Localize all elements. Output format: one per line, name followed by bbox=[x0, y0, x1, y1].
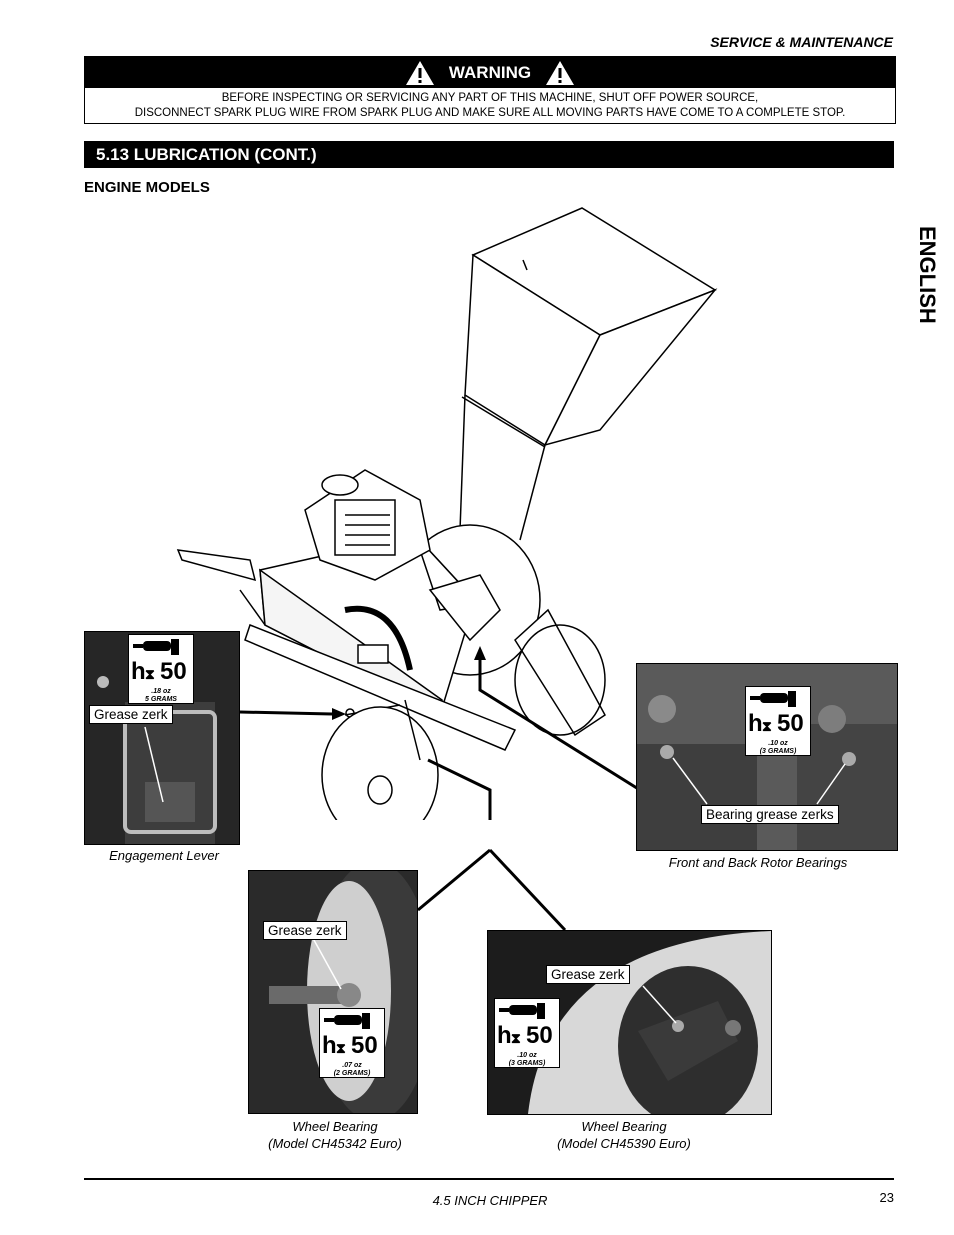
caption-line-2: (Model CH45342 Euro) bbox=[268, 1136, 402, 1151]
engagement-lever-caption: Engagement Lever bbox=[109, 848, 219, 863]
grease-badge: h ⧗ 50 .07 oz (2 GRAMS) bbox=[319, 1008, 385, 1078]
svg-text:h: h bbox=[322, 1032, 337, 1057]
grease-interval: 50 bbox=[351, 1032, 378, 1057]
grease-grams: (2 GRAMS) bbox=[333, 1070, 371, 1077]
rotor-bearings-photo: h ⧗ 50 .10 oz (3 GRAMS) Bearing grease z… bbox=[636, 663, 898, 851]
subheading: ENGINE MODELS bbox=[84, 179, 210, 196]
warning-triangle-icon bbox=[546, 60, 575, 85]
warning-text: BEFORE INSPECTING OR SERVICING ANY PART … bbox=[85, 91, 895, 121]
warning-line-2: DISCONNECT SPARK PLUG WIRE FROM SPARK PL… bbox=[134, 107, 846, 119]
grease-amount: .10 oz bbox=[517, 1052, 537, 1059]
grease-interval: 50 bbox=[160, 658, 187, 683]
warning-triangle-icon bbox=[405, 60, 434, 85]
caption-line-2: (Model CH45390 Euro) bbox=[557, 1136, 691, 1151]
grease-amount: .07 oz bbox=[342, 1062, 362, 1069]
grease-gun-icon: h ⧗ 50 bbox=[322, 1013, 378, 1059]
footer-title: 4.5 INCH CHIPPER bbox=[432, 1193, 548, 1208]
warning-line-1: BEFORE INSPECTING OR SERVICING ANY PART … bbox=[221, 92, 759, 104]
chipper-illustration bbox=[176, 207, 718, 820]
svg-text:⧗: ⧗ bbox=[762, 718, 772, 734]
svg-text:⧗: ⧗ bbox=[336, 1040, 346, 1056]
caption-line-1: Wheel Bearing bbox=[292, 1119, 378, 1134]
wheel-bearing-ch45390-photo: Grease zerk h ⧗ 50 .10 oz (3 GRAMS) bbox=[487, 930, 772, 1115]
svg-text:h: h bbox=[748, 710, 763, 735]
grease-badge: h ⧗ 50 .18 oz 5 GRAMS bbox=[128, 634, 194, 704]
grease-amount: .18 oz bbox=[151, 688, 171, 695]
svg-text:⧗: ⧗ bbox=[145, 666, 155, 682]
section-title: 5.13 LUBRICATION (CONT.) bbox=[84, 141, 894, 168]
grease-badge: h ⧗ 50 .10 oz (3 GRAMS) bbox=[745, 686, 811, 756]
grease-grams: (3 GRAMS) bbox=[508, 1060, 546, 1067]
grease-gun-icon: h ⧗ 50 bbox=[131, 639, 187, 685]
pointer-lines bbox=[417, 848, 567, 932]
wheel-bearing-ch45390-image bbox=[488, 931, 771, 1114]
footer-rule bbox=[84, 1178, 894, 1180]
page-number: 23 bbox=[879, 1190, 894, 1205]
warning-title: WARNING bbox=[448, 62, 532, 82]
grease-interval: 50 bbox=[777, 710, 804, 735]
wheel-bearing-ch45342-photo: Grease zerk h ⧗ 50 .07 oz (2 GRAMS) bbox=[248, 870, 418, 1114]
caption-line-1: Wheel Bearing bbox=[581, 1119, 667, 1134]
bearing-grease-zerks-callout: Bearing grease zerks bbox=[701, 805, 839, 824]
warning-bar: WARNING bbox=[85, 57, 895, 88]
grease-zerk-callout: Grease zerk bbox=[89, 705, 173, 724]
language-label: ENGLISH bbox=[915, 226, 940, 324]
rotor-bearings-caption: Front and Back Rotor Bearings bbox=[668, 855, 848, 870]
grease-gun-icon: h ⧗ 50 bbox=[748, 691, 804, 737]
warning-box: WARNING BEFORE INSPECTING OR SERVICING A… bbox=[84, 56, 896, 124]
grease-grams: 5 GRAMS bbox=[145, 696, 177, 703]
language-side-tab: ENGLISH bbox=[915, 226, 940, 324]
grease-amount: .10 oz bbox=[768, 740, 788, 747]
grease-interval: 50 bbox=[526, 1022, 553, 1047]
svg-text:⧗: ⧗ bbox=[511, 1030, 521, 1046]
svg-text:h: h bbox=[497, 1022, 512, 1047]
grease-zerk-callout: Grease zerk bbox=[263, 921, 347, 940]
wheel-bearing-ch45342-caption: Wheel Bearing (Model CH45342 Euro) bbox=[248, 1118, 422, 1152]
grease-badge: h ⧗ 50 .10 oz (3 GRAMS) bbox=[494, 998, 560, 1068]
grease-gun-icon: h ⧗ 50 bbox=[497, 1003, 553, 1049]
wheel-bearing-ch45390-caption: Wheel Bearing (Model CH45390 Euro) bbox=[537, 1118, 711, 1152]
section-header: SERVICE & MAINTENANCE bbox=[710, 34, 893, 50]
engagement-lever-photo: h ⧗ 50 .18 oz 5 GRAMS Grease zerk bbox=[84, 631, 240, 845]
grease-grams: (3 GRAMS) bbox=[759, 748, 797, 755]
svg-text:h: h bbox=[131, 658, 146, 683]
grease-zerk-callout: Grease zerk bbox=[546, 965, 630, 984]
